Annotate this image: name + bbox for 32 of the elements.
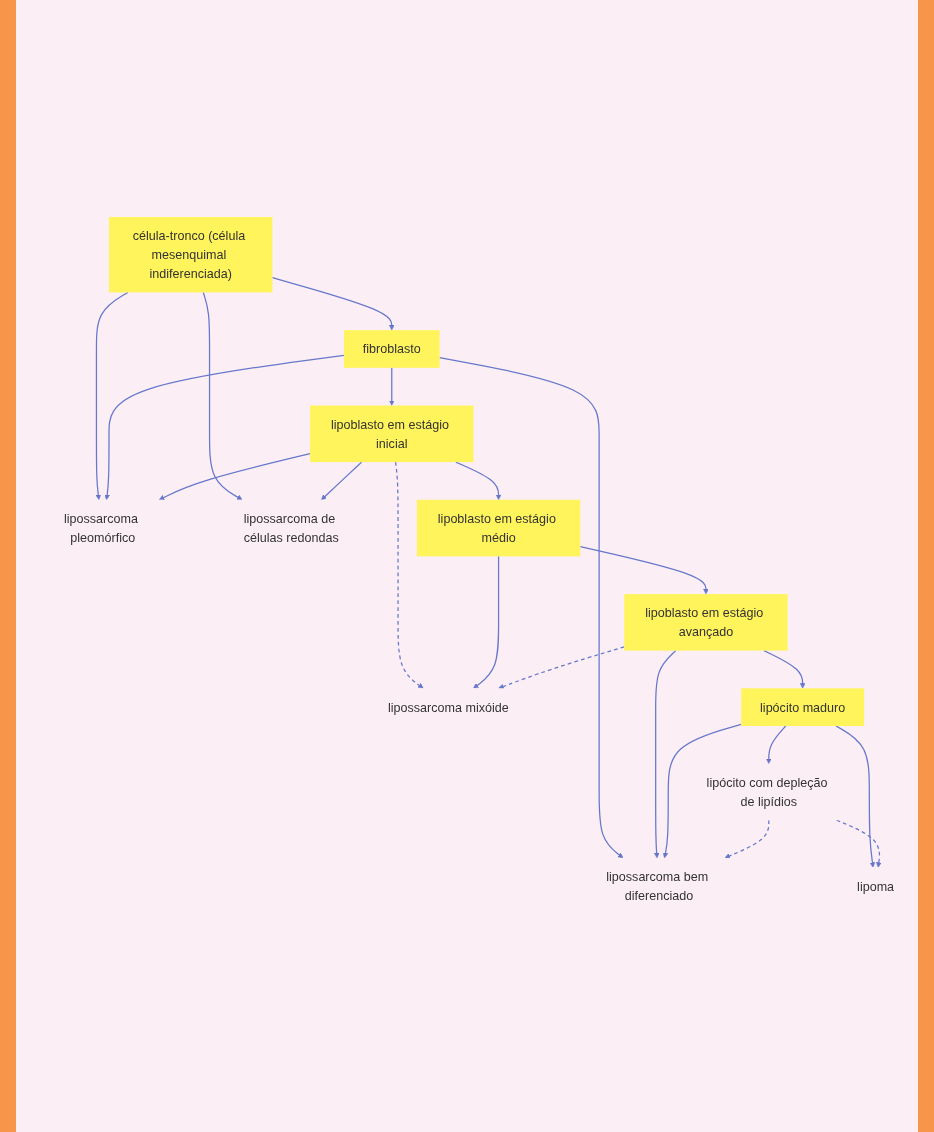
- arrow: [321, 461, 363, 501]
- arrow: [724, 819, 770, 859]
- arrow: [498, 646, 625, 690]
- arrow: [271, 277, 395, 331]
- node-box: lipócito maduro: [741, 688, 865, 727]
- node-text: lipossarcoma bem diferenciado: [606, 870, 709, 903]
- arrow: [202, 292, 243, 501]
- arrow: [439, 357, 624, 859]
- arrow: [836, 819, 882, 868]
- arrow: [653, 650, 677, 859]
- node-text: lipossarcoma mixóide: [387, 700, 509, 715]
- node-text: lipócito com depleção de lipídios: [706, 775, 828, 809]
- node-box: lipoblasto em estágio inicial: [310, 405, 474, 463]
- arrow: [95, 292, 129, 501]
- node-box: fibroblasto: [343, 330, 440, 369]
- arrow: [763, 650, 806, 689]
- node-box: lipoblasto em estágio avançado: [624, 594, 788, 651]
- node-text: lipoma: [857, 879, 895, 894]
- node-text: lipossarcoma de células redondas: [243, 511, 339, 545]
- arrow: [473, 555, 500, 689]
- arrow: [159, 453, 311, 501]
- arrow: [455, 461, 502, 501]
- arrow: [104, 354, 345, 501]
- arrow: [766, 725, 787, 765]
- arrow: [835, 725, 876, 868]
- arrow: [394, 461, 424, 689]
- arrow: [389, 367, 395, 406]
- node-box: lipoblasto em estágio médio: [416, 500, 581, 557]
- node-box: célula-tronco (célula mesenquimal indiferenciada): [109, 217, 273, 293]
- node-text: lipossarcoma pleomórfico: [63, 511, 138, 545]
- arrow: [579, 546, 709, 595]
- arrow: [662, 724, 742, 859]
